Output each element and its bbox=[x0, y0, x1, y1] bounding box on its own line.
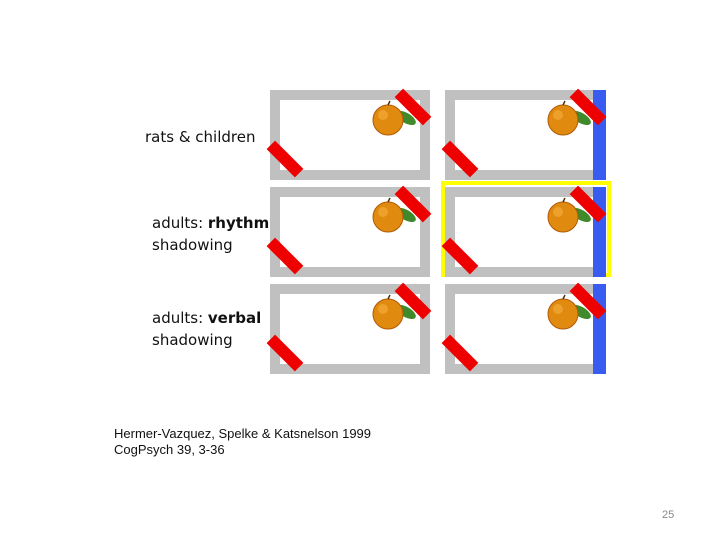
room-drawing bbox=[266, 88, 432, 180]
room-walls bbox=[445, 187, 605, 277]
tangerine-icon bbox=[372, 294, 416, 330]
row-label-adults-rhythm: adults: rhythm shadowing bbox=[152, 214, 270, 254]
blue-wall bbox=[593, 187, 606, 277]
tangerine-icon bbox=[547, 100, 591, 136]
room-row3-blue bbox=[441, 282, 607, 374]
corner-marker-top-right bbox=[394, 88, 432, 126]
room-row2-blue bbox=[441, 185, 607, 277]
corner-marker-top-right bbox=[569, 185, 607, 223]
room-drawing bbox=[441, 88, 607, 180]
room-walls bbox=[445, 90, 605, 180]
room-walls bbox=[270, 284, 430, 374]
corner-marker-bottom-left bbox=[266, 334, 304, 372]
tangerine-icon bbox=[372, 100, 416, 136]
corner-marker-top-right bbox=[569, 282, 607, 320]
room-drawing bbox=[266, 282, 432, 374]
page-number: 25 bbox=[662, 509, 675, 521]
tangerine-icon bbox=[547, 294, 591, 330]
room-walls bbox=[445, 284, 605, 374]
blue-wall bbox=[593, 284, 606, 374]
corner-marker-top-right bbox=[394, 185, 432, 223]
corner-marker-bottom-left bbox=[441, 334, 479, 372]
room-drawing bbox=[266, 185, 432, 277]
blue-wall bbox=[593, 90, 606, 180]
citation: Hermer-Vazquez, Spelke & Katsnelson 1999… bbox=[114, 426, 372, 457]
corner-marker-bottom-left bbox=[266, 140, 304, 178]
room-row2-white bbox=[266, 185, 432, 277]
room-drawing bbox=[441, 185, 607, 277]
corner-marker-top-right bbox=[569, 88, 607, 126]
room-walls bbox=[270, 90, 430, 180]
room-drawing bbox=[441, 282, 607, 374]
corner-marker-top-right bbox=[394, 282, 432, 320]
room-row1-blue bbox=[441, 88, 607, 180]
corner-marker-bottom-left bbox=[266, 237, 304, 275]
room-walls bbox=[270, 187, 430, 277]
corner-marker-bottom-left bbox=[441, 140, 479, 178]
row-label-rats-children: rats & children bbox=[145, 128, 256, 146]
tangerine-icon bbox=[547, 197, 591, 233]
room-row1-white bbox=[266, 88, 432, 180]
tangerine-icon bbox=[372, 197, 416, 233]
corner-marker-bottom-left bbox=[441, 237, 479, 275]
row-label-adults-verbal: adults: verbal shadowing bbox=[152, 309, 262, 349]
room-row3-white bbox=[266, 282, 432, 374]
